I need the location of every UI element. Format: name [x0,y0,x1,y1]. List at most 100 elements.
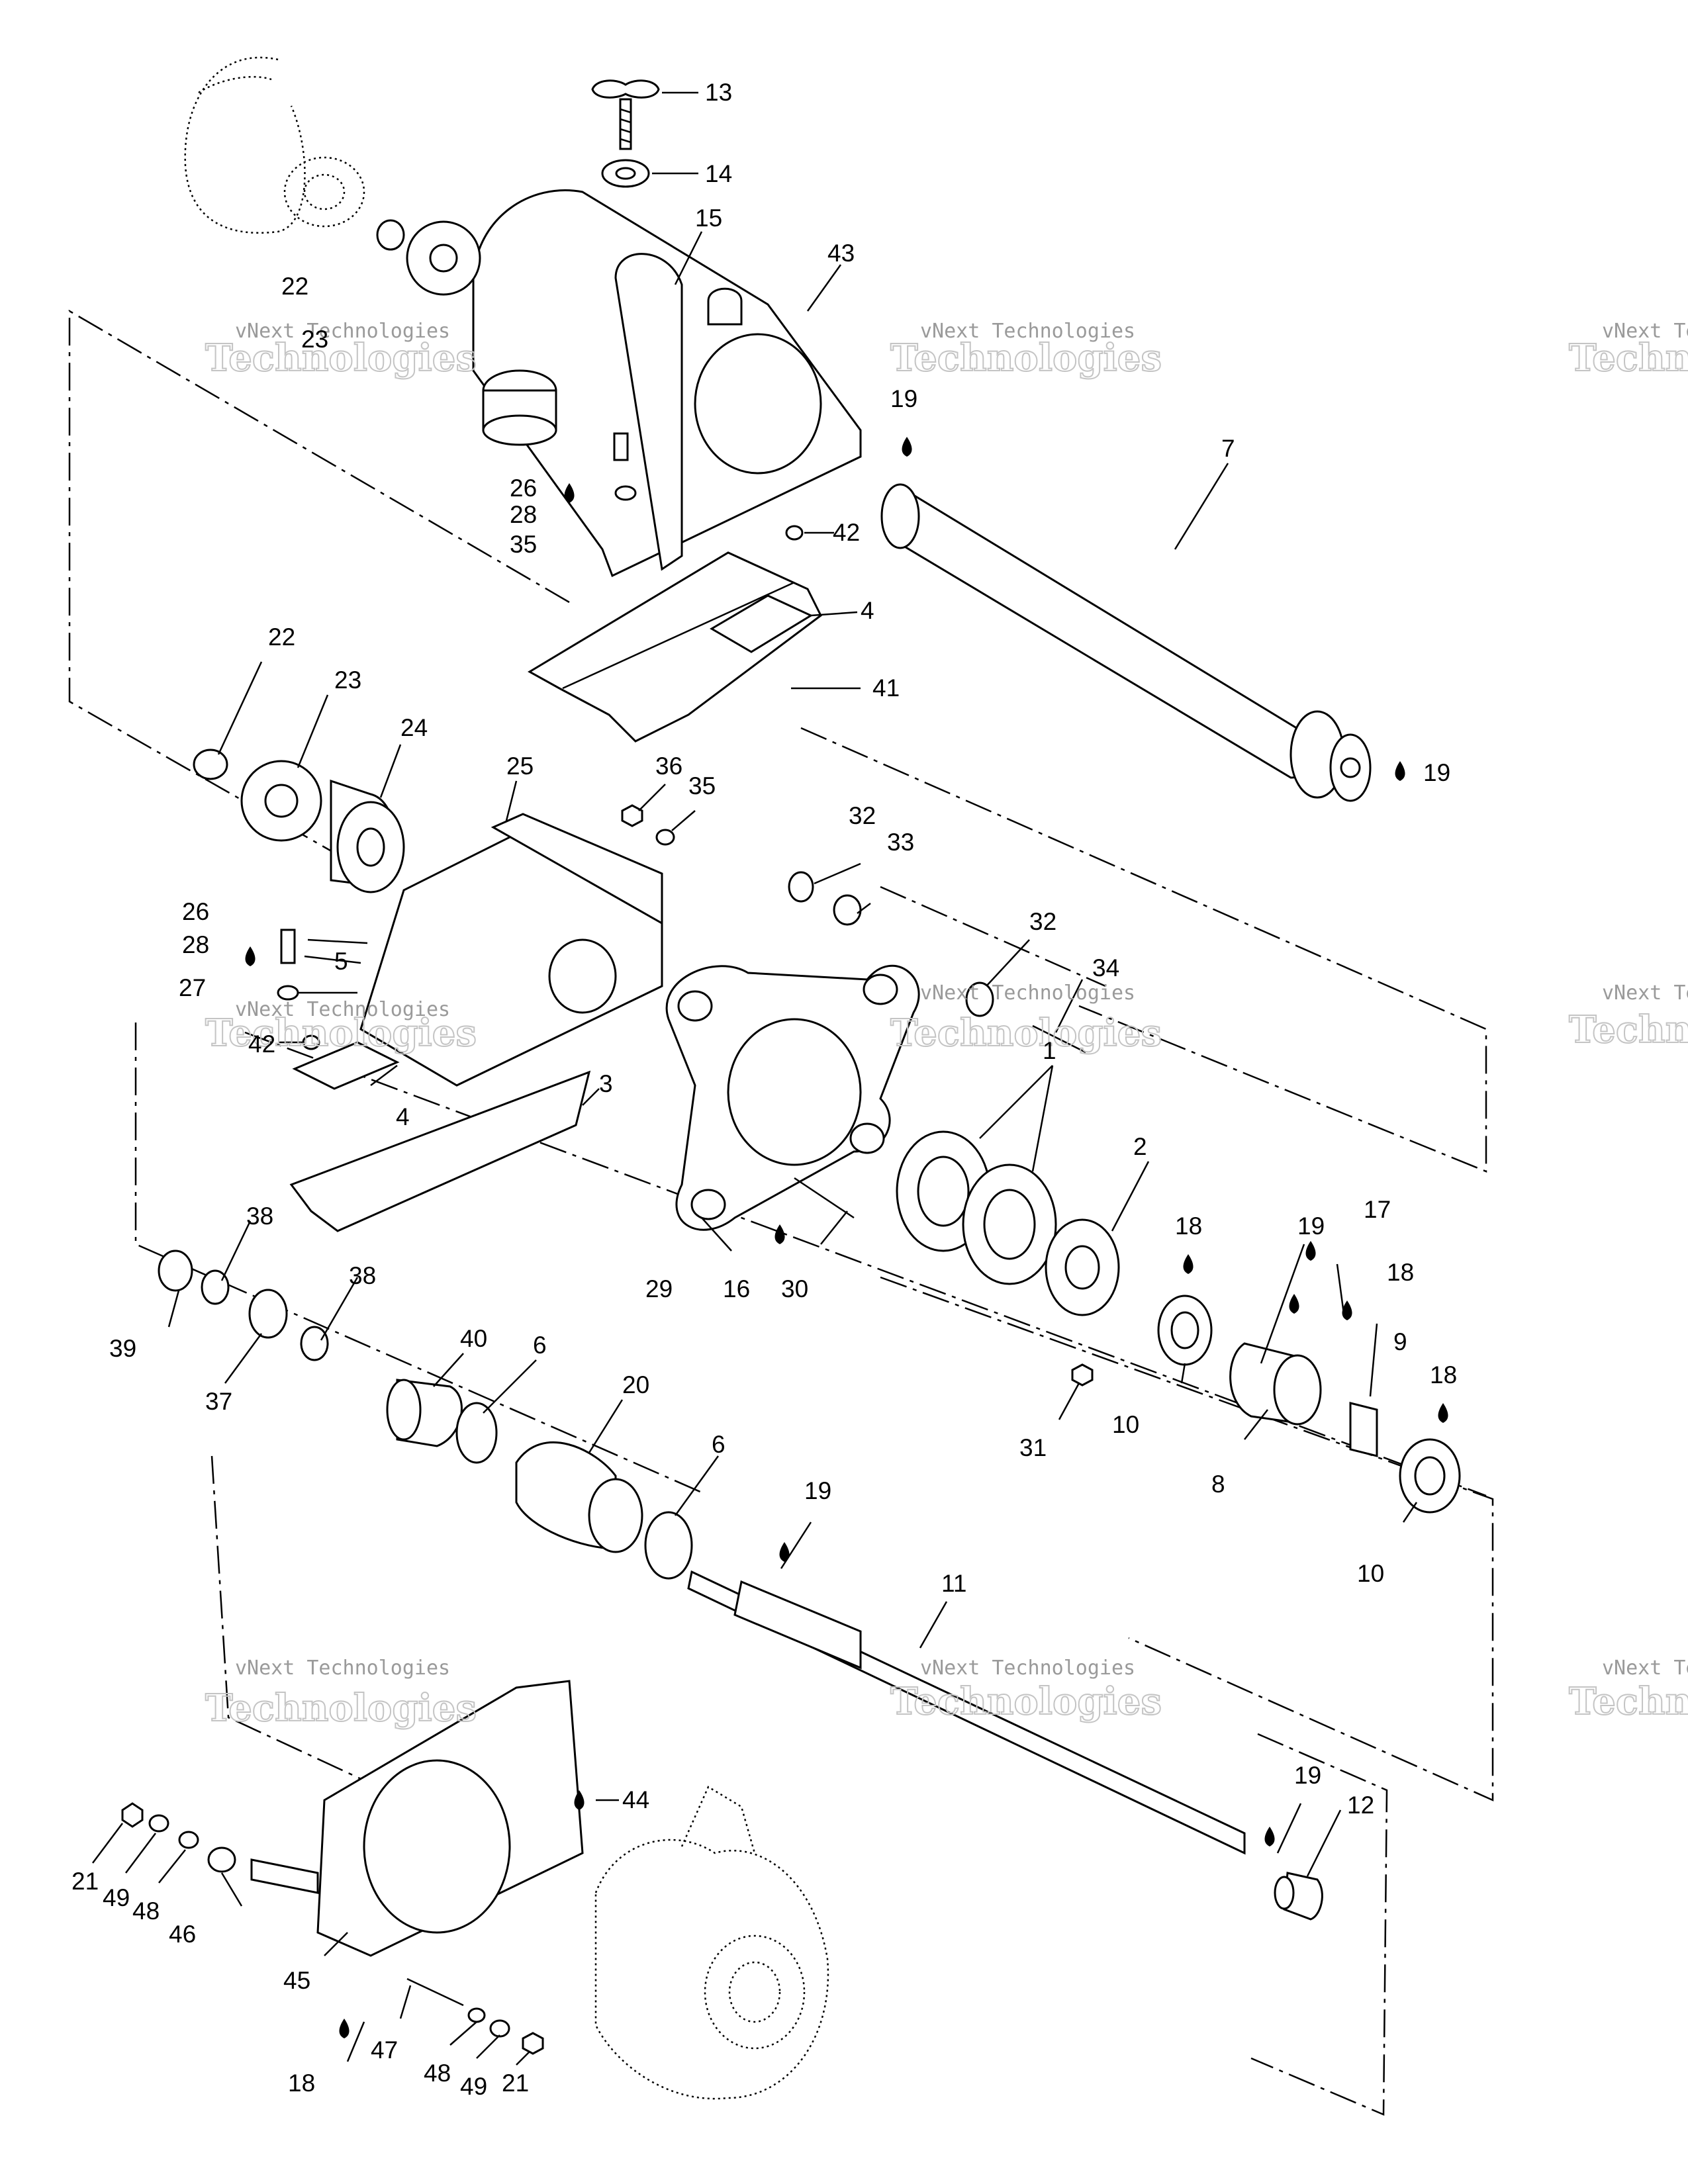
callout-21: 21 [502,2070,529,2097]
callout-33: 33 [887,829,914,856]
mount-bracket-25 [359,813,663,1087]
callout-48: 48 [424,2060,451,2087]
callout-39: 39 [109,1335,136,1362]
callout-14: 14 [705,160,732,187]
callout-46: 46 [169,1921,196,1948]
callout-30: 30 [781,1275,808,1302]
callout-24: 24 [400,714,428,741]
callout-19: 19 [1297,1212,1325,1240]
callout-35: 35 [688,772,716,799]
callout-28: 28 [182,931,209,958]
callout-19: 19 [1294,1762,1321,1789]
callout-22: 22 [268,623,295,651]
bearing-plate-29 [665,964,920,1231]
callout-8: 8 [1211,1471,1225,1498]
callout-49: 49 [460,2073,487,2100]
seal-stack-37-40 [158,1250,463,1447]
callout-32: 32 [1029,908,1056,935]
callout-42: 42 [248,1030,275,1058]
svg-text:vNext Technologies: vNext Technologies [920,1657,1135,1680]
lock-washer-14 [601,159,650,188]
drive-shaft-guard-43 [472,189,862,578]
svg-text:Technologies: Technologies [890,1680,1162,1723]
callout-26: 26 [510,475,537,502]
callout-26: 26 [182,898,209,925]
callout-13: 13 [705,79,732,106]
callout-12: 12 [1347,1792,1374,1819]
hardware [121,432,1094,2055]
callout-34: 34 [1092,954,1119,981]
callout-40: 40 [460,1325,487,1352]
callout-10: 10 [1112,1411,1139,1438]
drive-shaft-7 [880,483,1372,802]
callout-3: 3 [599,1070,613,1097]
callout-42: 42 [833,519,860,546]
callout-16: 16 [723,1275,750,1302]
callout-45: 45 [283,1967,310,1994]
callout-43: 43 [827,240,855,267]
callout-36: 36 [655,752,682,780]
callout-10: 10 [1357,1560,1384,1587]
svg-text:Technologies: Technologies [1569,1680,1688,1723]
callout-7: 7 [1221,435,1235,462]
wing-screw-13 [591,79,660,150]
callout-18: 18 [1430,1361,1457,1388]
callout-29: 29 [645,1275,673,1302]
svg-text:vNext Technologies: vNext Technologies [1602,1657,1688,1680]
callout-27: 27 [179,974,206,1001]
svg-text:vNext Technologies: vNext Technologies [235,1657,450,1680]
callout-5: 5 [334,948,348,975]
callout-19: 19 [890,385,917,412]
callout-28: 28 [510,501,537,528]
callout-38: 38 [246,1203,273,1230]
callout-49: 49 [103,1884,130,1911]
svg-text:Technologies: Technologies [205,1011,477,1055]
callout-23: 23 [334,666,361,694]
svg-text:vNext Technologies: vNext Technologies [235,998,450,1021]
jet-pump-dotted [594,1786,829,2100]
svg-text:vNext Technologies: vNext Technologies [920,320,1135,343]
coupler-24 [193,749,405,893]
callout-19: 19 [1423,759,1450,786]
svg-text:vNext Technologies: vNext Technologies [920,981,1135,1005]
svg-text:Technologies: Technologies [1569,336,1688,380]
callout-9: 9 [1393,1328,1407,1355]
cap-12 [1274,1872,1323,1921]
support-plate-3 [289,1041,591,1232]
callout-22: 22 [281,273,308,300]
svg-text:Technologies: Technologies [890,336,1162,380]
leader-lines [92,91,1418,2066]
callout-11: 11 [941,1570,966,1597]
callout-18: 18 [288,2070,315,2097]
svg-text:Technologies: Technologies [890,1011,1162,1055]
callout-32: 32 [849,802,876,829]
callout-6: 6 [533,1332,547,1359]
svg-text:vNext Technologies: vNext Technologies [1602,320,1688,343]
svg-text:vNext Technologies: vNext Technologies [235,320,450,343]
callout-38: 38 [349,1262,376,1289]
callout-labels: 1 2 3 4 4 5 6 6 7 8 9 10 10 11 12 13 14 … [71,79,1457,2100]
callout-21: 21 [71,1868,99,1895]
svg-text:Technologies: Technologies [205,336,477,380]
drive-shaft-11 [687,1570,1246,1855]
callout-4: 4 [396,1103,410,1130]
seal-rings-1 [896,1130,1120,1316]
svg-text:vNext Technologies: vNext Technologies [1602,981,1688,1005]
callout-18: 18 [1175,1212,1202,1240]
engine-flywheel-dotted [184,56,365,234]
callout-6: 6 [712,1431,726,1458]
bearing-housing-8 [1157,1295,1461,1514]
svg-text:Technologies: Technologies [1569,1008,1688,1052]
callout-47: 47 [371,2036,398,2064]
callout-23: 23 [301,326,328,353]
callout-41: 41 [872,674,900,702]
svg-text:Technologies: Technologies [205,1686,477,1730]
callout-20: 20 [622,1371,649,1398]
callout-2: 2 [1133,1133,1147,1160]
callout-25: 25 [506,752,534,780]
support-plate-41 [528,551,822,743]
callout-4: 4 [861,597,874,624]
callout-37: 37 [205,1388,232,1415]
support-45 [250,1680,584,1957]
